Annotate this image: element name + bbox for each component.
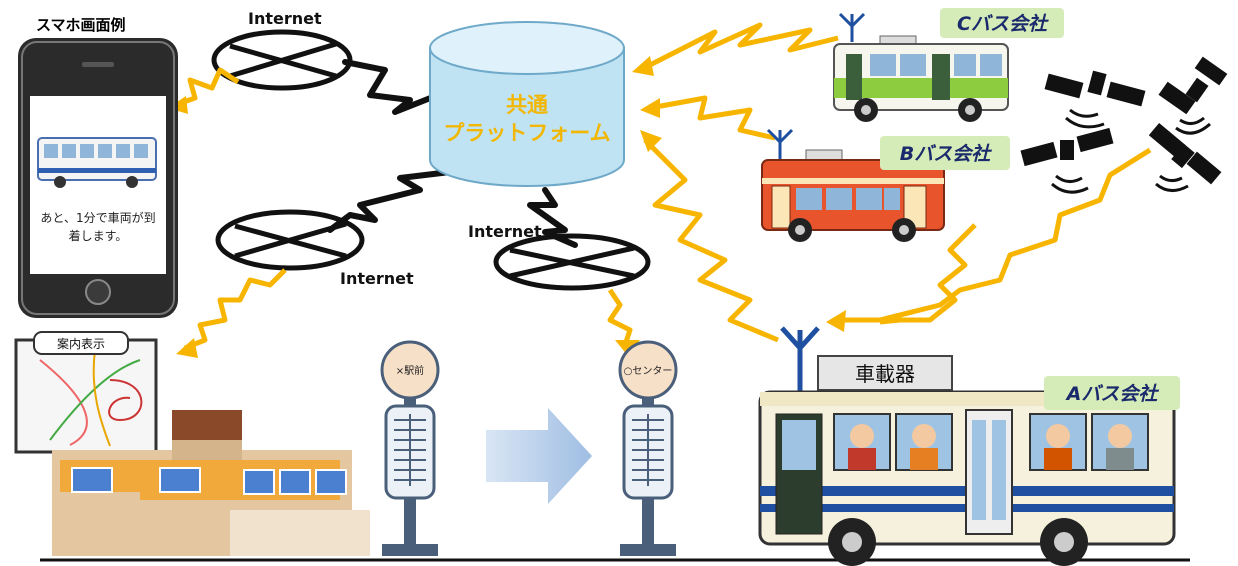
internet-label-left: Internet	[340, 269, 414, 288]
bus-b-antenna	[766, 128, 794, 160]
arrowhead-busstop	[615, 340, 640, 356]
signal-cloud-to-busstop	[607, 288, 633, 346]
bus-stop-1-label: ×駅前	[396, 364, 424, 377]
bus-b: Bバス会社	[761, 128, 1010, 242]
phone-home-button	[85, 279, 111, 305]
network-link-left	[327, 169, 453, 233]
signal-cloud-to-station	[184, 268, 287, 351]
phone-message-line1: あと、1分で車両が到	[40, 210, 155, 225]
travel-arrow	[486, 408, 592, 504]
arrowhead-station	[176, 338, 198, 358]
onboard-unit-box	[817, 355, 953, 391]
arrowhead-a-bus	[826, 310, 846, 332]
signal-platform-to-phone	[174, 67, 240, 108]
arrowhead-b	[640, 98, 660, 118]
bus-stop-2: ○センター	[618, 340, 678, 556]
bus-a-antenna	[780, 326, 820, 392]
bus-c: Cバス会社	[833, 8, 1064, 122]
internet-label-top: Internet	[248, 9, 322, 28]
station: 案内表示	[14, 331, 370, 556]
smartphone: スマホ画面例 あと、1分で車両が到 着します。	[18, 16, 178, 318]
bus-b-company-badge	[880, 136, 1010, 170]
satellite-1	[1044, 70, 1146, 129]
bus-c-company-label: Cバス会社	[957, 13, 1049, 35]
phone-message-line2: 着します。	[69, 228, 128, 243]
onboard-unit-label: 車載器	[855, 362, 915, 386]
signal-b-bus-down	[879, 223, 977, 325]
signal-c-bus-to-platform	[638, 22, 839, 73]
bus-a-company-label: Aバス会社	[1065, 383, 1160, 405]
bus-stop-2-label: ○センター	[624, 365, 673, 377]
satellite-4	[1148, 122, 1222, 192]
signal-arrowheads	[168, 56, 846, 358]
arrowhead-c	[632, 56, 654, 76]
platform-label-line1: 共通	[506, 93, 548, 117]
network-connections	[327, 59, 578, 248]
bus-a: 車載器 Aバス会社	[758, 326, 1180, 566]
bus-stop-1: ×駅前	[380, 340, 440, 556]
internet-cloud-left	[215, 209, 365, 271]
platform-label-line2: プラットフォーム	[443, 121, 610, 145]
bus-b-company-label: Bバス会社	[900, 143, 992, 165]
satellite-3	[1020, 127, 1114, 194]
common-platform: 共通 プラットフォーム	[429, 21, 625, 187]
wireless-signals	[174, 22, 1152, 351]
station-info-board: 案内表示	[14, 331, 158, 470]
phone-screen	[30, 96, 166, 274]
phone-bus-icon	[37, 137, 157, 188]
satellite-2	[1158, 56, 1228, 135]
arrowhead-a	[640, 130, 662, 152]
bus-c-company-badge	[940, 8, 1064, 38]
signal-a-bus-to-platform	[643, 138, 779, 343]
network-link-top	[342, 59, 441, 115]
signal-b-bus-to-platform	[649, 95, 776, 141]
signal-satellite-to-a-bus	[840, 147, 1152, 323]
internet-cloud-right	[493, 233, 651, 291]
network-link-bottom	[527, 187, 578, 248]
bus-a-company-badge	[1044, 376, 1180, 410]
phone-title: スマホ画面例	[36, 16, 126, 34]
station-sign-label: 案内表示	[57, 336, 105, 351]
internet-label-right: Internet	[468, 222, 542, 241]
internet-cloud-top	[211, 29, 353, 91]
bus-c-antenna	[838, 12, 866, 42]
